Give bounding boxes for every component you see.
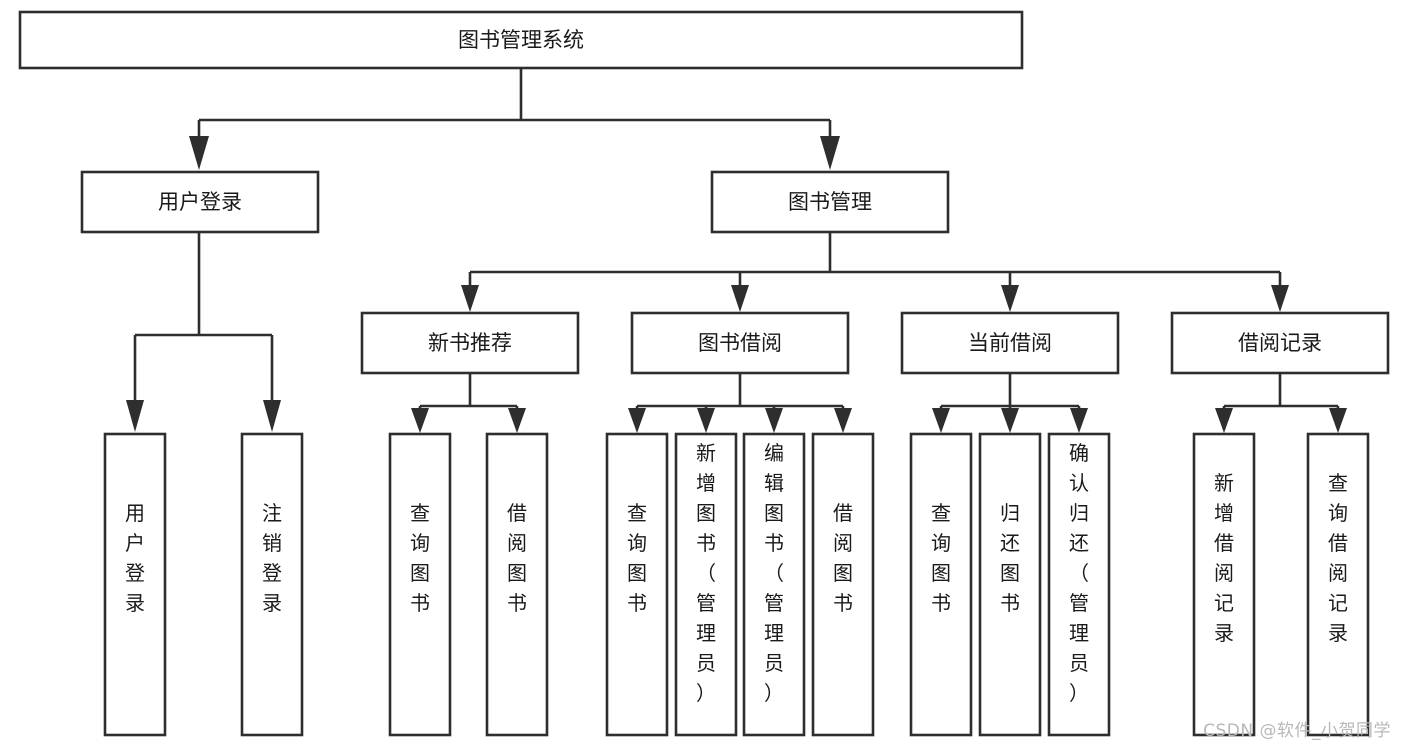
arrow-head-recommend-leaf-1 [411,408,429,433]
leaf-node-current-query-book[interactable]: 查询图书 [909,432,973,737]
leaf-node-current-return-book-box [978,432,1042,737]
arrow-head-user-login [189,136,209,170]
arrow-head-borrow-leaf-2 [697,408,715,433]
leaf-node-current-query-book-label: 查询图书 [931,501,951,615]
leaf-node-borrow-add-book-box [674,432,738,737]
arrow-head-borrow-record [1271,285,1289,312]
leaf-node-borrow-edit-book[interactable]: 编辑图书（管理员） [742,432,806,737]
node-new-book-recommend-label: 新书推荐 [428,331,512,355]
node-current-borrow[interactable]: 当前借阅 [900,311,1120,375]
arrow-head-new-book-recommend [461,285,479,312]
connector-group [126,68,1347,433]
leaf-node-borrow-query-book-label: 查询图书 [627,501,647,615]
node-book-manage[interactable]: 图书管理 [710,170,950,234]
node-current-borrow-box [900,311,1120,375]
node-borrow-record-label: 借阅记录 [1238,331,1322,355]
node-root-system-box [18,10,1024,70]
leaf-node-recommend-query-book[interactable]: 查询图书 [388,432,452,737]
leaf-node-borrow-borrow-book-label: 借阅图书 [833,501,853,615]
leaf-node-borrow-borrow-book-box [811,432,875,737]
leaf-node-user-login[interactable]: 用户登录 [103,432,167,737]
leaf-node-borrow-borrow-book[interactable]: 借阅图书 [811,432,875,737]
leaf-node-user-login-box [103,432,167,737]
leaf-node-current-confirm-return-box [1047,432,1111,737]
leaf-node-record-query-box [1306,432,1370,737]
node-borrow-record-box [1170,311,1390,375]
node-borrow-record[interactable]: 借阅记录 [1170,311,1390,375]
leaf-node-borrow-edit-book-box [742,432,806,737]
leaf-node-logout[interactable]: 注销登录 [240,432,304,737]
leaf-node-user-login-label: 用户登录 [125,501,145,615]
leaf-node-logout-box [240,432,304,737]
arrow-head-record-leaf-1 [1215,408,1233,433]
node-book-manage-label: 图书管理 [788,190,872,214]
node-book-borrow-box [630,311,850,375]
arrow-head-leaf-logout [263,400,281,432]
node-root-system-label: 图书管理系统 [458,28,584,52]
leaf-node-recommend-borrow-book-label: 借阅图书 [507,501,527,615]
leaf-node-recommend-query-book-label: 查询图书 [410,501,430,615]
arrow-head-borrow-leaf-4 [834,408,852,433]
leaf-node-logout-label: 注销登录 [262,501,282,615]
leaf-node-record-add-label: 新增借阅记录 [1214,471,1234,645]
arrow-head-book-manage [820,136,840,170]
leaf-node-borrow-add-book[interactable]: 新增图书（管理员） [674,432,738,737]
leaf-node-current-confirm-return-label: 确认归还（管理员） [1069,441,1089,705]
node-book-manage-box [710,170,950,234]
leaf-node-borrow-query-book[interactable]: 查询图书 [605,432,669,737]
arrow-head-current-leaf-2 [1001,408,1019,433]
arrow-head-book-borrow [731,285,749,312]
arrow-head-current-leaf-3 [1070,408,1088,433]
arrow-head-borrow-leaf-3 [765,408,783,433]
arrow-head-recommend-leaf-2 [508,408,526,433]
leaf-node-borrow-query-book-box [605,432,669,737]
leaf-node-current-return-book[interactable]: 归还图书 [978,432,1042,737]
arrow-head-borrow-leaf-1 [628,408,646,433]
node-current-borrow-label: 当前借阅 [968,331,1052,355]
node-user-login-label: 用户登录 [158,190,242,214]
arrow-head-current-borrow [1001,285,1019,312]
node-root-system[interactable]: 图书管理系统 [18,10,1024,70]
leaf-node-record-query[interactable]: 查询借阅记录 [1306,432,1370,737]
leaf-node-borrow-add-book-label: 新增图书（管理员） [696,441,716,705]
leaf-node-record-add[interactable]: 新增借阅记录 [1192,432,1256,737]
leaf-node-recommend-query-book-box [388,432,452,737]
leaf-node-recommend-borrow-book[interactable]: 借阅图书 [485,432,549,737]
arrow-head-record-leaf-2 [1329,408,1347,433]
leaf-node-recommend-borrow-book-box [485,432,549,737]
leaf-node-borrow-edit-book-label: 编辑图书（管理员） [764,441,784,705]
leaf-node-current-return-book-label: 归还图书 [1000,501,1020,615]
leaf-node-record-query-label: 查询借阅记录 [1328,471,1348,645]
node-new-book-recommend[interactable]: 新书推荐 [360,311,580,375]
node-user-login[interactable]: 用户登录 [80,170,320,234]
node-book-borrow-label: 图书借阅 [698,331,782,355]
node-new-book-recommend-box [360,311,580,375]
node-book-borrow[interactable]: 图书借阅 [630,311,850,375]
arrow-head-current-leaf-1 [932,408,950,433]
leaf-node-current-query-book-box [909,432,973,737]
node-user-login-box [80,170,320,234]
leaf-node-current-confirm-return[interactable]: 确认归还（管理员） [1047,432,1111,737]
arrow-head-leaf-user-login [126,400,144,432]
leaf-node-record-add-box [1192,432,1256,737]
